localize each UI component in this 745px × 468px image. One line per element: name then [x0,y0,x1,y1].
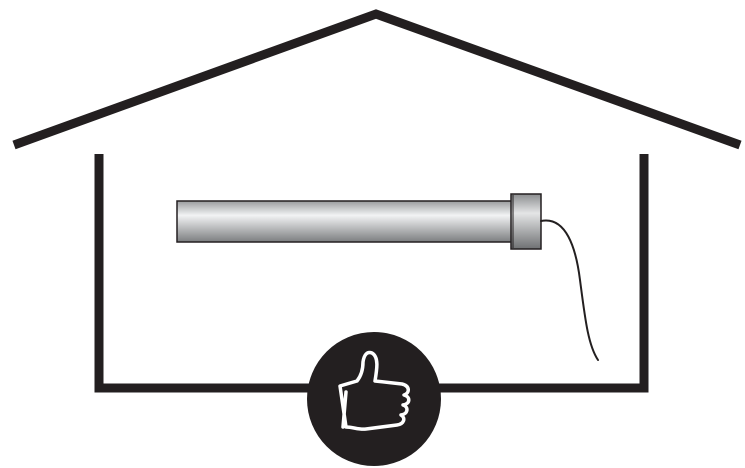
heater-tube-cap [510,193,542,250]
heater-tube-icon [176,193,542,250]
roof [12,9,742,150]
thumbs-up-badge [307,332,441,466]
thumbs-up-icon [338,350,411,431]
heater-tube-body [176,200,514,243]
badge-circle [307,332,441,466]
power-cable-icon [540,219,599,361]
